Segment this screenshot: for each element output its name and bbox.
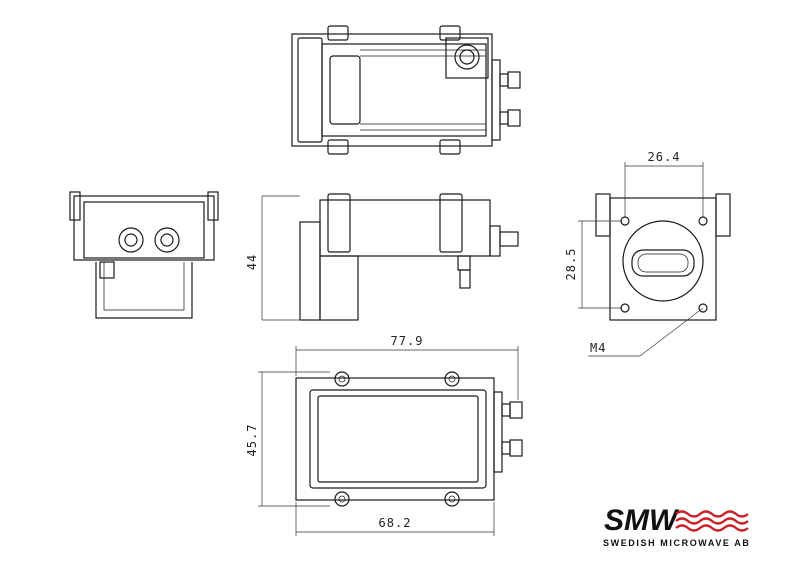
side-view-port [489,225,501,257]
front-view-connector [154,227,180,253]
logo-wave-icon [675,524,749,532]
top-view-sma-connector [507,109,521,127]
front-view-body [73,195,215,261]
bottom-view-screw-inner [448,495,456,503]
side-view-clamp [439,193,463,253]
bottom-view: 77.9 45.7 68.2 [245,334,523,536]
dim-26-4-label: 26.4 [648,150,681,164]
waveguide-aperture [631,249,695,277]
bottom-view-sma-base [501,441,511,455]
logo-mark: SMW [604,504,680,537]
logo-company: SWEDISH MICROWAVE AB [603,538,751,548]
top-view-clamp [327,139,349,155]
front-view-connector [118,227,144,253]
side-view-lower [319,255,359,321]
top-view-port-block [445,37,489,79]
side-view: 44 [245,193,519,321]
front-view-connector-inner [160,233,174,247]
smw-logo: SMW SWEDISH MICROWAVE AB [603,504,751,548]
top-view-flange [297,37,323,143]
top-view-frame [321,43,487,137]
waveguide-bracket [595,193,611,237]
waveguide-aperture-inner [637,253,689,273]
mount-hole [698,216,708,226]
bottom-view-sma [509,439,523,457]
bottom-view-side-plate [493,391,503,473]
side-view-flange [299,221,321,321]
top-view-clamp [327,25,349,41]
top-view-clamp [439,139,461,155]
front-view-bracket [69,191,81,221]
side-view-sma [499,231,519,247]
bottom-view-screw [444,491,460,507]
side-view-sma-down [459,269,471,289]
bottom-view-screw [334,371,350,387]
top-view-connector-inner [459,49,475,65]
top-view-clamp [439,25,461,41]
waveguide-bracket [715,193,731,237]
top-view-side-plate [491,59,501,141]
bottom-view-window [317,395,479,483]
front-view-sma [99,261,115,279]
logo-wave-icon [675,510,749,518]
mount-hole [620,216,630,226]
dim-45-7-label: 45.7 [245,424,259,457]
bottom-view-sma [509,401,523,419]
waveguide-flange [609,197,717,321]
front-view-connector-inner [124,233,138,247]
side-view-sma-base [457,255,471,271]
side-view-body [319,199,491,257]
front-view-face [83,201,205,259]
top-view-connector [454,44,480,70]
dim-68-2-label: 68.2 [379,516,412,530]
mount-hole [698,303,708,313]
waveguide-circle [622,220,704,302]
logo-wave-icon [675,517,749,525]
front-view-bracket [207,191,219,221]
mount-hole [620,303,630,313]
hole-label: M4 [590,341,606,355]
dim-44-label: 44 [245,254,259,270]
top-view-sma-base [499,111,509,125]
dim-77-9-label: 77.9 [391,334,424,348]
top-view [291,25,521,155]
top-view-sma-base [499,73,509,87]
front-view [69,191,219,319]
top-view-sma-connector [507,71,521,89]
hole-leader-line [639,307,704,357]
top-view-window [329,55,361,125]
bottom-view-screw [444,371,460,387]
bottom-view-screw [334,491,350,507]
bottom-view-screw-inner [448,375,456,383]
front-view-waveguide-flange [95,262,193,319]
front-view-waveguide-inner [103,262,185,311]
bottom-view-sma-base [501,403,511,417]
side-view-clamp [327,193,351,253]
bottom-view-frame [309,389,487,489]
bottom-view-screw-inner [338,375,346,383]
bottom-view-screw-inner [338,495,346,503]
dim-28-5-label: 28.5 [564,248,578,281]
waveguide-view: 26.4 28.5 M4 [564,150,731,357]
